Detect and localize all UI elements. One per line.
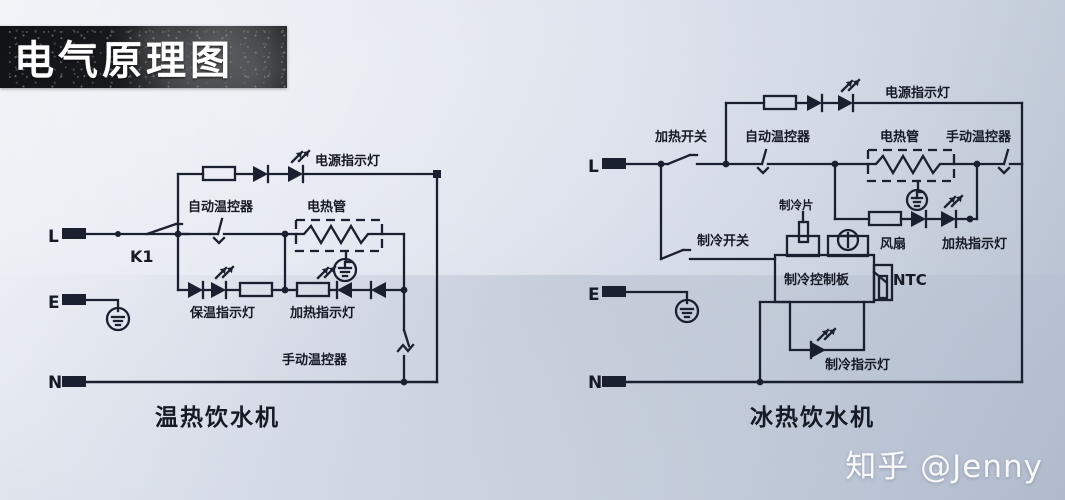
r-resistor-power-indicator: [762, 94, 798, 111]
heating-tube-enclosure: [294, 218, 384, 253]
r-terminal-N-connector: [602, 376, 626, 387]
led-heating-ray2-head: [328, 267, 335, 274]
terminal-N-label: N: [48, 373, 62, 393]
r-power-indicator-label: 电源指示灯: [885, 85, 950, 101]
led-cooling-ray1-head: [821, 330, 828, 337]
r-cooling-switch-label: 制冷开关: [697, 233, 749, 249]
resistor-power-indicator: [201, 165, 237, 182]
r-heating-switch-blade: [666, 153, 692, 166]
cooling-indicator-label: 制冷指示灯: [825, 357, 890, 373]
manual-thermo-blade: [402, 328, 411, 348]
r-manual-thermo-hook: [997, 166, 1011, 175]
r-led-heating-ray1-head: [948, 197, 955, 204]
r-wire-cooling-indicator-loop: [788, 300, 866, 352]
r-terminal-L-label: L: [588, 157, 599, 177]
r-resistor-heating-indicator: [867, 210, 903, 227]
resistor-keep-warm: [238, 281, 274, 298]
caption-cold-hot-dispenser: 冰热饮水机: [750, 404, 875, 431]
diode-heating-indicator: [371, 282, 386, 298]
r-junction-heatind-right: [966, 215, 974, 223]
led-power-indicator: [288, 166, 303, 182]
ntc-slash: [872, 270, 888, 284]
r-led-heating-ray2-head: [955, 196, 962, 203]
terminal-L-connector: [62, 228, 86, 239]
diagram-warm-water-dispenser: L K1: [48, 149, 441, 431]
r-auto-thermostat-label: 自动温控器: [745, 129, 811, 145]
led-power-ray2-head: [302, 151, 309, 158]
cooling-plate-element: [797, 220, 810, 244]
terminal-E-connector: [62, 294, 86, 305]
ground-symbol-E-circle: [105, 306, 131, 332]
keep-warm-indicator-label: 保温指示灯: [189, 305, 255, 321]
r-diode-heating-indicator: [911, 211, 926, 227]
r-autothermo-hook: [756, 166, 770, 175]
r-led-power-ray1-head: [845, 81, 852, 88]
fan-label: 风扇: [880, 236, 906, 252]
led-cooling-ray2-head: [828, 329, 835, 336]
manual-thermostat-label: 手动温控器: [282, 352, 348, 368]
autothermo-hook: [212, 236, 226, 245]
junction-right-inner: [400, 286, 408, 294]
terminal-L-label: L: [48, 227, 59, 247]
cooling-control-board-label: 制冷控制板: [784, 272, 850, 288]
junction-L: [115, 231, 121, 237]
diagram-cold-hot-water-dispenser: L 加热开关 电源指示灯: [588, 78, 1024, 431]
r-heating-tube-element: [866, 153, 956, 176]
r-manual-thermostat-label: 手动温控器: [946, 129, 1012, 145]
r-diode-power-indicator: [807, 95, 822, 111]
r-heating-indicator-label: 加热指示灯: [941, 236, 1007, 252]
caption-warm-dispenser: 温热饮水机: [155, 404, 280, 431]
fan-motor-circle: [836, 228, 860, 252]
resistor-heating-indicator: [295, 281, 331, 298]
ntc-label: NTC: [893, 271, 927, 289]
switch-k1-label: K1: [130, 247, 154, 266]
r-heating-tube-label: 电热管: [880, 129, 919, 145]
switch-k1-blade: [145, 222, 178, 236]
led-cooling-indicator: [811, 342, 826, 358]
r-wire-E-ground: [624, 290, 689, 305]
led-heating-ray1-head: [321, 268, 328, 275]
diode-keep-warm: [188, 282, 203, 298]
r-terminal-N-label: N: [588, 373, 602, 393]
auto-thermostat-label: 自动温控器: [188, 199, 254, 215]
manual-thermo-zigzag: [396, 343, 415, 353]
ntc-element: [877, 274, 889, 300]
autothermo-blade: [216, 217, 224, 236]
r-terminal-E-connector: [602, 286, 626, 297]
watermark-zhihu: 知乎 @Jenny: [845, 449, 1043, 485]
led-heating-indicator: [337, 282, 352, 298]
r-manual-thermo-blade: [1002, 148, 1010, 166]
junction-top-right-corner: [433, 170, 441, 178]
heating-tube-element: [294, 223, 384, 246]
r-terminal-L-connector: [602, 158, 626, 169]
r-ground-symbol-tube-circle: [905, 188, 929, 212]
r-autothermo-blade: [760, 148, 768, 166]
diode-power-indicator: [253, 166, 268, 182]
power-indicator-label: 电源指示灯: [315, 153, 380, 169]
cooling-plate-box: [785, 234, 821, 258]
heating-tube-label: 电热管: [307, 199, 346, 215]
led-power-ray1-head: [295, 152, 302, 159]
r-heating-tube-enclosure: [866, 148, 956, 183]
page-title: 电气原理图: [14, 38, 234, 84]
r-heating-switch-label: 加热开关: [654, 129, 707, 145]
r-terminal-E-label: E: [588, 285, 600, 305]
r-led-power-indicator: [838, 95, 853, 111]
led-keep-warm: [211, 282, 226, 298]
ntc-box: [872, 263, 894, 302]
r-cooling-switch-blade: [659, 248, 685, 261]
led-keep-warm-ray2-head: [226, 267, 233, 274]
r-ground-symbol-E-circle: [674, 298, 700, 324]
heating-indicator-label: 加热指示灯: [289, 305, 355, 321]
title-banner: 电气原理图: [0, 26, 287, 88]
led-keep-warm-ray1-head: [219, 268, 226, 275]
r-led-heating-indicator: [941, 211, 956, 227]
terminal-N-connector: [62, 376, 86, 387]
cooling-plate-label: 制冷片: [779, 198, 814, 212]
r-led-power-ray2-head: [852, 80, 859, 87]
terminal-E-label: E: [48, 293, 60, 313]
